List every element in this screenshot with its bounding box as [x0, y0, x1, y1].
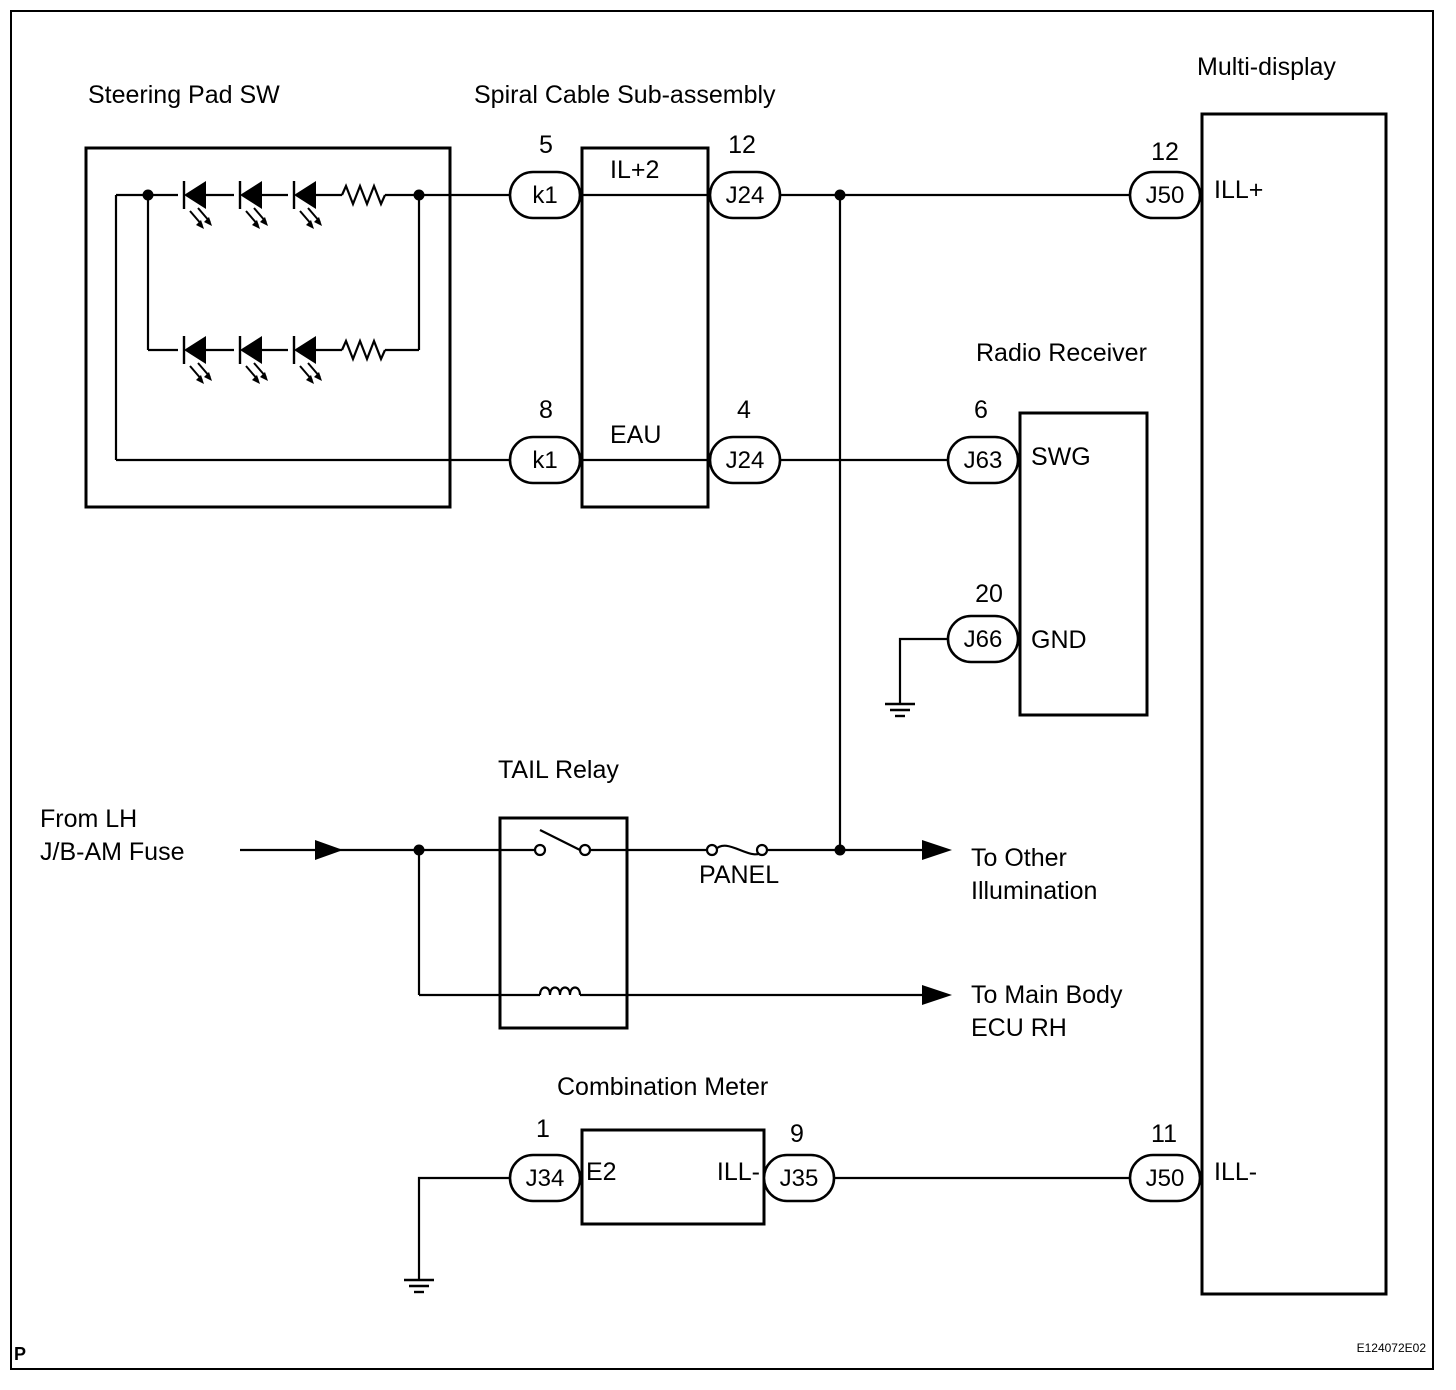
- figure-code: E124072E02: [1357, 1341, 1427, 1355]
- svg-text:J63: J63: [964, 447, 1003, 474]
- svg-text:k1: k1: [532, 447, 557, 474]
- svg-text:11: 11: [1151, 1120, 1177, 1148]
- svg-text:J24: J24: [726, 182, 765, 209]
- destination-main-body-line2: ECU RH: [971, 1014, 1067, 1042]
- svg-text:J50: J50: [1146, 1165, 1185, 1192]
- steering-pad-sw-label: Steering Pad SW: [88, 81, 280, 109]
- multi-display-label: Multi-display: [1197, 53, 1336, 81]
- arrow-to-other-illumination: [922, 840, 952, 860]
- terminal-swg: SWG: [1031, 443, 1091, 471]
- terminal-e2: E2: [586, 1158, 617, 1186]
- connector-k1-bottom: k1 8: [508, 396, 582, 485]
- connector-j50-top: J50 12: [1128, 138, 1202, 220]
- terminal-ill-minus-display: ILL-: [1214, 1158, 1257, 1186]
- svg-text:J66: J66: [964, 626, 1003, 653]
- terminal-il2: IL+2: [610, 156, 659, 184]
- terminal-eau: EAU: [610, 421, 661, 449]
- svg-text:J50: J50: [1146, 182, 1185, 209]
- svg-text:1: 1: [536, 1115, 550, 1143]
- svg-text:6: 6: [974, 396, 988, 424]
- connector-j24-top: J24 12: [708, 131, 782, 220]
- diagram-frame: [10, 10, 1434, 1370]
- fuse-symbol: [705, 843, 769, 857]
- ground-icon: [883, 702, 917, 718]
- relay-contacts: [533, 843, 592, 857]
- svg-text:4: 4: [737, 396, 751, 424]
- connector-j34: J34 1: [508, 1115, 582, 1203]
- combination-meter-label: Combination Meter: [557, 1073, 768, 1101]
- tail-relay-box: [498, 816, 629, 1030]
- tail-relay-label: TAIL Relay: [498, 756, 619, 784]
- svg-text:20: 20: [975, 580, 1003, 608]
- destination-main-body-line1: To Main Body: [971, 981, 1123, 1009]
- svg-text:5: 5: [539, 131, 553, 159]
- steering-pad-sw-box: [84, 146, 452, 509]
- connector-j66: J66 20: [946, 580, 1020, 664]
- terminal-gnd: GND: [1031, 626, 1087, 654]
- arrows: [315, 840, 952, 1005]
- connector-k1-top: k1 5: [508, 131, 582, 220]
- source-label-line2: J/B-AM Fuse: [40, 838, 184, 866]
- radio-receiver-label: Radio Receiver: [976, 339, 1147, 367]
- terminal-ill-minus-meter: ILL-: [717, 1158, 760, 1186]
- connector-j24-bottom: J24 4: [708, 396, 782, 485]
- fuse-label: PANEL: [699, 861, 779, 889]
- multi-display-box: [1200, 112, 1388, 1296]
- arrow-to-main-body-ecu: [922, 985, 952, 1005]
- radio-receiver-box: [1018, 411, 1149, 717]
- svg-text:J35: J35: [780, 1165, 819, 1192]
- spiral-cable-label: Spiral Cable Sub-assembly: [474, 81, 776, 109]
- spiral-cable-box: [580, 146, 710, 509]
- svg-text:k1: k1: [532, 182, 557, 209]
- source-label-line1: From LH: [40, 805, 137, 833]
- svg-text:J24: J24: [726, 447, 765, 474]
- connector-j50-bottom: J50 11: [1128, 1120, 1202, 1203]
- svg-text:12: 12: [728, 131, 756, 159]
- svg-text:J34: J34: [526, 1165, 565, 1192]
- arrow-from-fuse: [315, 840, 343, 860]
- destination-other-line2: Illumination: [971, 877, 1097, 905]
- corner-left-mark: P: [14, 1344, 26, 1364]
- connector-j63: J63 6: [946, 396, 1020, 485]
- destination-other-line1: To Other: [971, 844, 1067, 872]
- connector-j35: J35 9: [762, 1120, 836, 1203]
- junction-dots: [142, 189, 846, 856]
- svg-text:8: 8: [539, 396, 553, 424]
- ground-icon: [402, 1278, 436, 1294]
- terminal-ill-plus: ILL+: [1214, 176, 1263, 204]
- svg-text:12: 12: [1151, 138, 1179, 166]
- svg-text:9: 9: [790, 1120, 804, 1148]
